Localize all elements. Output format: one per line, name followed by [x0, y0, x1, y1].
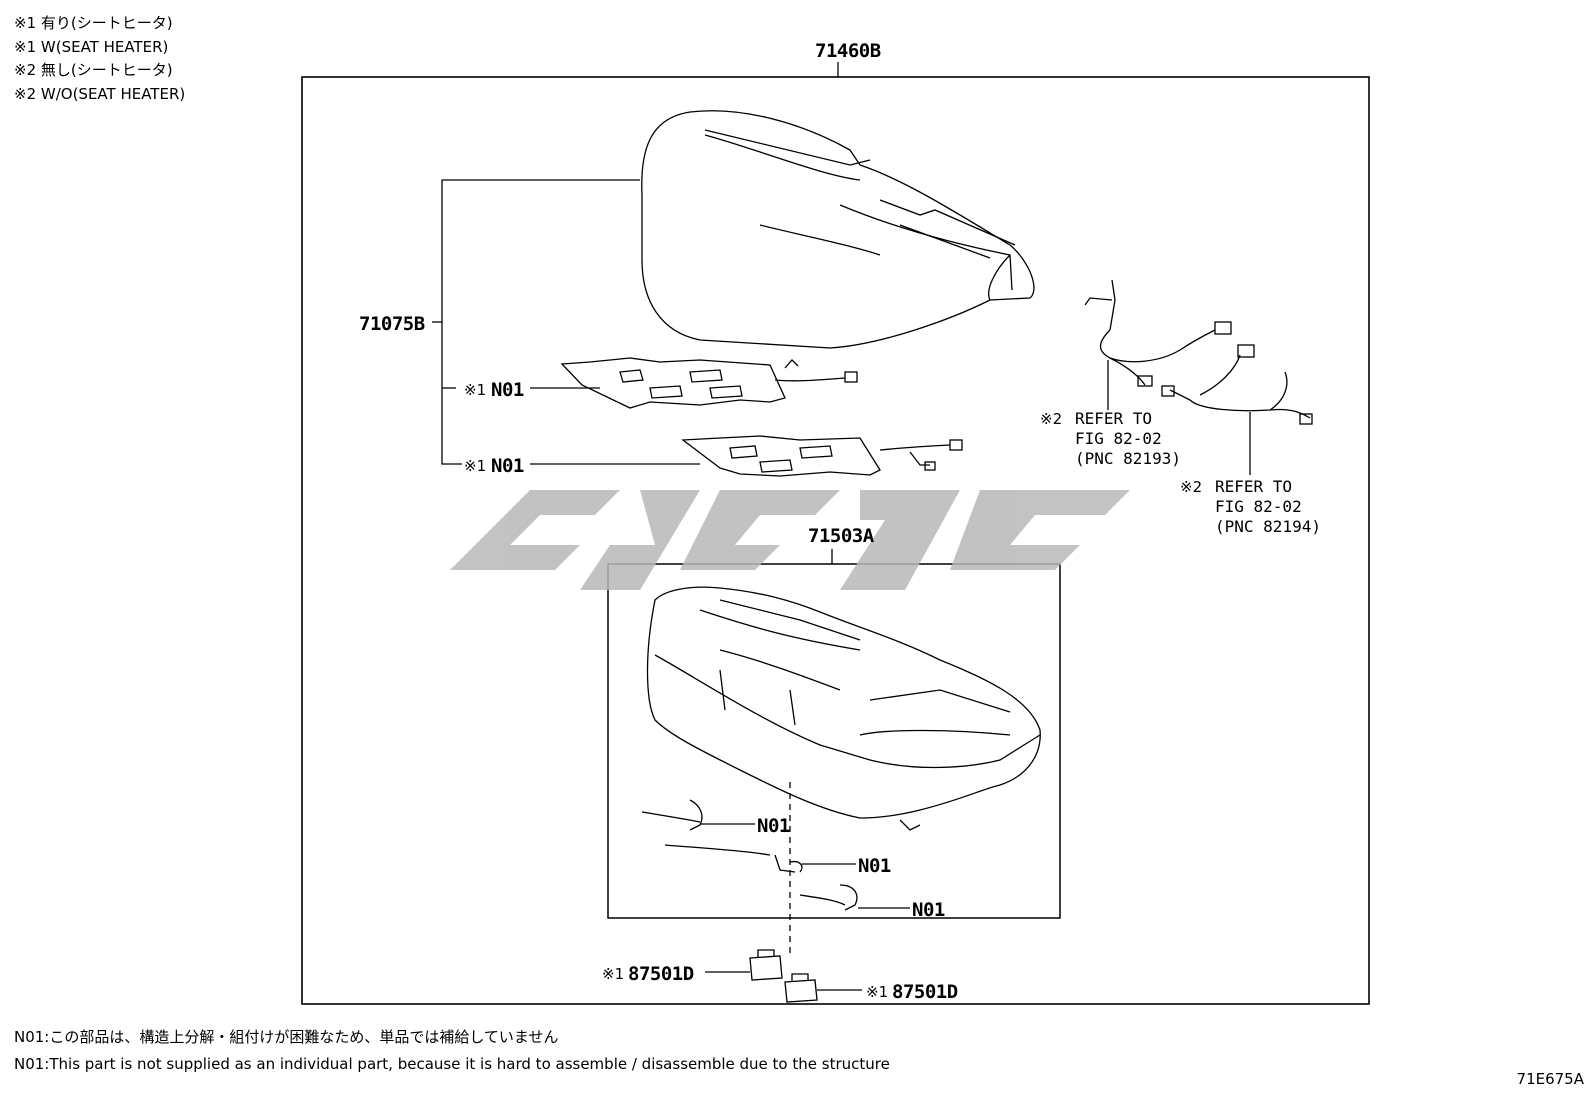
ref-82193-line1: REFER TO [1075, 409, 1152, 428]
clip-middle [664, 844, 803, 873]
legend-line-4: ※2 W/O(SEAT HEATER) [14, 84, 186, 103]
label-71460b: 71460B [815, 40, 881, 62]
ref-82194-line1: REFER TO [1215, 477, 1292, 496]
label-clip-3: N01 [912, 899, 945, 921]
mark-heater-lower: ※1 [464, 457, 486, 475]
footer-notes: N01:この部品は、構造上分解・組付けが困難なため、単品では補給していません N… [14, 1024, 890, 1078]
label-71503a: 71503A [808, 525, 875, 547]
legend-line-3: ※2 無し(シートヒータ) [14, 61, 173, 79]
legend-line-2: ※1 W(SEAT HEATER) [14, 37, 169, 56]
hook-left [749, 949, 783, 981]
mark-ref-82194: ※2 [1180, 478, 1202, 496]
seat-back-cover [641, 110, 1035, 349]
footer-note-jp: N01:この部品は、構造上分解・組付けが困難なため、単品では補給していません [14, 1028, 559, 1046]
label-heater-upper: N01 [491, 379, 524, 401]
label-hook-right: 87501D [892, 981, 958, 1003]
clip-lower [799, 884, 858, 911]
ref-82193-line3: (PNC 82193) [1075, 449, 1181, 468]
figure-code: 71E675A [1516, 1070, 1584, 1088]
ref-82194-line2: FIG 82-02 [1215, 497, 1302, 516]
heater-mat-lower [681, 435, 963, 477]
hook-right [784, 973, 818, 1003]
heater-mat-upper [560, 357, 858, 409]
label-hook-left: 87501D [628, 963, 694, 985]
label-71075b: 71075B [359, 313, 425, 335]
label-clip-2: N01 [858, 855, 891, 877]
mark-hook-right: ※1 [866, 983, 888, 1001]
mark-hook-left: ※1 [602, 965, 624, 983]
footer-note-en: N01:This part is not supplied as an indi… [14, 1055, 890, 1073]
label-heater-lower: N01 [491, 455, 524, 477]
label-clip-1: N01 [757, 815, 790, 837]
legend: ※1 有り(シートヒータ) ※1 W(SEAT HEATER) ※2 無し(シー… [14, 12, 185, 106]
wire-harness-82194 [1161, 344, 1313, 475]
seat-cushion-pad [646, 586, 1041, 831]
assembly-frame [301, 76, 1370, 1005]
wire-harness-82193 [1084, 279, 1232, 410]
pad-frame [607, 563, 1061, 919]
mark-ref-82193: ※2 [1040, 410, 1062, 428]
watermark-logo [450, 490, 1130, 590]
mark-heater-upper: ※1 [464, 381, 486, 399]
clip-upper [641, 799, 703, 831]
legend-line-1: ※1 有り(シートヒータ) [14, 14, 173, 32]
ref-82193-line2: FIG 82-02 [1075, 429, 1162, 448]
ref-82194-line3: (PNC 82194) [1215, 517, 1321, 536]
